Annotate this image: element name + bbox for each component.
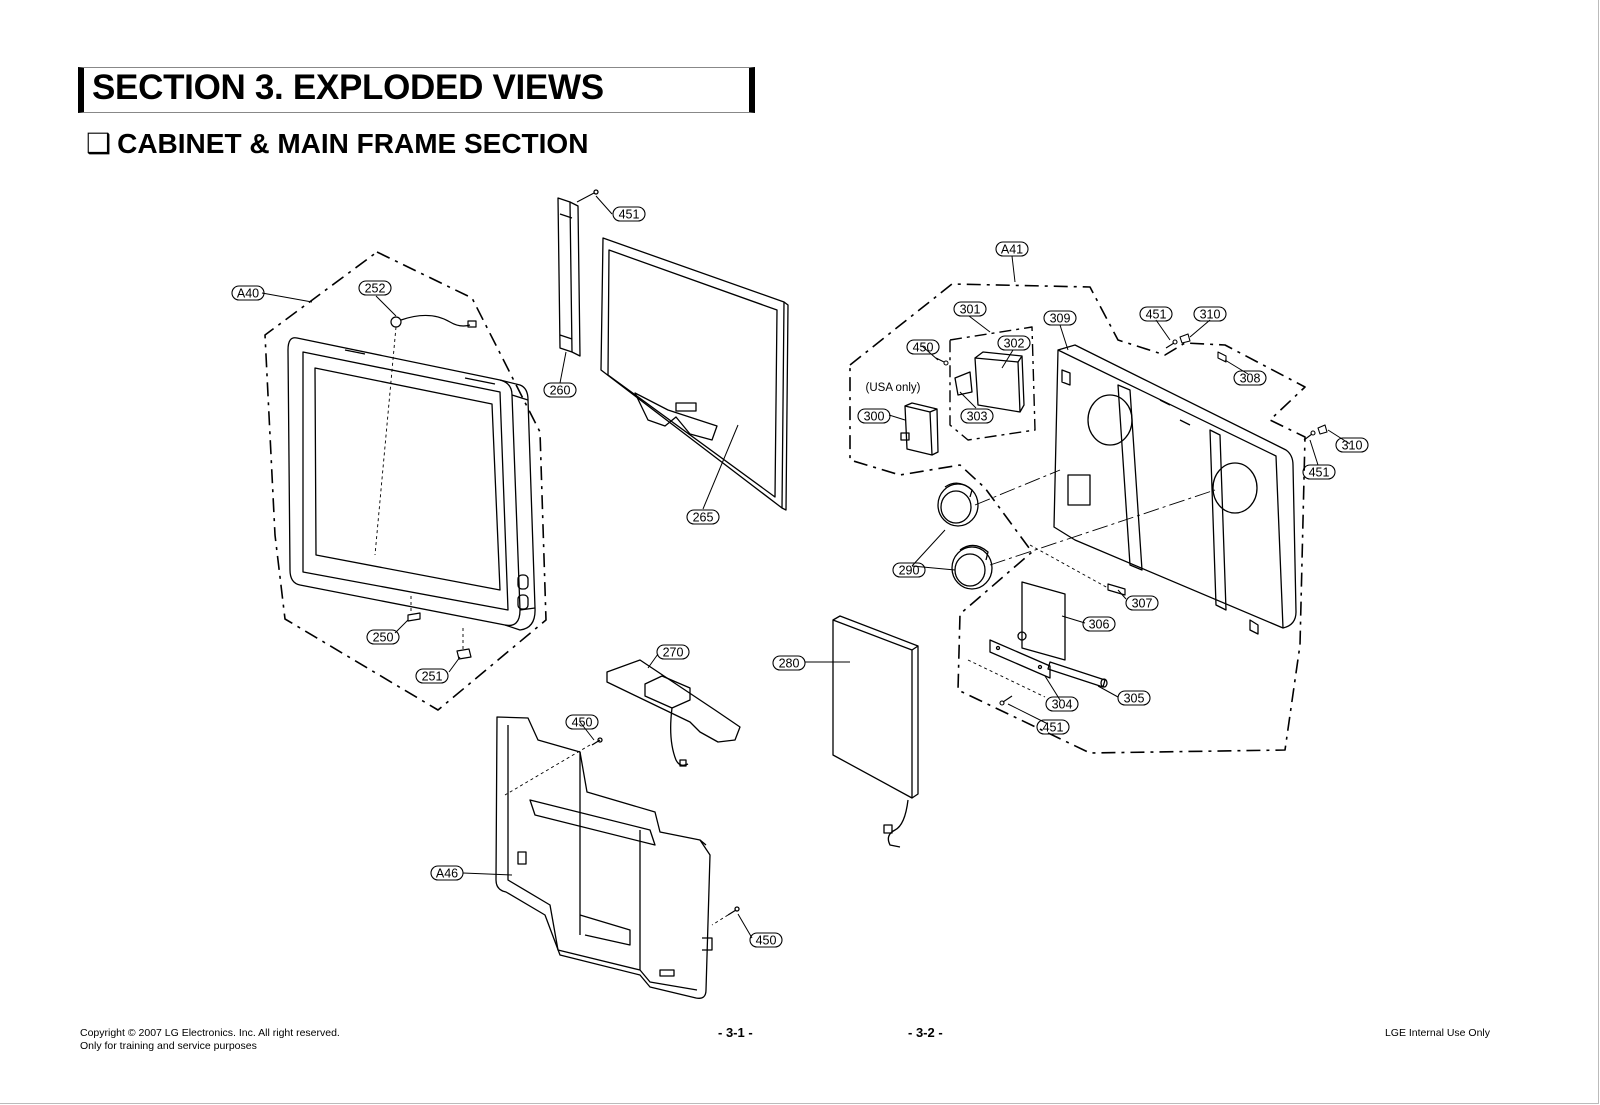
callout-bubble-308	[1233, 370, 1267, 386]
subsection-title: ❑CABINET & MAIN FRAME SECTION	[86, 127, 588, 160]
callout-a46: A46	[436, 867, 458, 881]
callout-bubble-451-a	[1139, 306, 1173, 322]
callout-bubbles	[231, 206, 1369, 948]
callout-bubble-260	[543, 382, 577, 398]
callout-bubble-310-b	[1335, 437, 1369, 453]
callout-bubble-305	[1117, 690, 1151, 706]
callout-310-b: 310	[1342, 439, 1363, 453]
copyright-line-1: Copyright © 2007 LG Electronics. Inc. Al…	[80, 1027, 340, 1039]
rear-cabinet-part	[1053, 344, 1297, 635]
bracket-part-251	[456, 628, 472, 660]
callout-252: 252	[365, 282, 386, 296]
callout-bubble-251	[415, 668, 449, 684]
callout-304: 304	[1052, 698, 1073, 712]
battery-part-280	[832, 615, 919, 848]
callout-450-a46-top: 450	[572, 716, 593, 730]
callout-bubble-450-a46-top	[565, 714, 599, 730]
leader-lines	[261, 195, 1351, 939]
bracket-part-307	[1029, 544, 1126, 596]
callout-bubble-302	[997, 335, 1031, 351]
callout-bubble-280	[772, 655, 806, 671]
callout-bubble-265	[686, 509, 720, 525]
group-outline-a40	[264, 251, 547, 711]
module-part-300	[900, 402, 939, 456]
callout-308: 308	[1240, 372, 1261, 386]
callout-251: 251	[422, 670, 443, 684]
callout-290: 290	[899, 564, 920, 578]
checkbox-bullet-icon: ❑	[86, 128, 112, 159]
callout-bubble-303	[960, 408, 994, 424]
hinge-part-304	[989, 639, 1051, 679]
callout-450-a41: 450	[913, 341, 934, 355]
lcd-panel-part-265	[600, 237, 789, 511]
callout-450-a46-bottom: 450	[756, 934, 777, 948]
front-cabinet-part	[287, 337, 536, 631]
plate-part-306	[1017, 581, 1066, 661]
callout-bubble-a46	[430, 865, 464, 881]
small-parts-308-310	[999, 333, 1328, 706]
callout-a41: A41	[1001, 243, 1023, 257]
usa-only-note: (USA only)	[866, 382, 921, 394]
callout-bubble-451-c	[1036, 719, 1070, 735]
callout-bubble-304	[1045, 696, 1079, 712]
callout-bubble-270	[656, 644, 690, 660]
callout-451-top: 451	[619, 208, 640, 222]
internal-use-label: LGE Internal Use Only	[1384, 1027, 1490, 1039]
callout-310-a: 310	[1200, 308, 1221, 322]
callout-bubble-252	[358, 280, 392, 296]
callout-bubble-a40	[231, 285, 265, 301]
callout-451-a: 451	[1146, 308, 1167, 322]
copyright-line-2: Only for training and service purposes	[80, 1040, 257, 1052]
speaker-parts-290	[937, 469, 1216, 590]
footer-copyright: Copyright © 2007 LG Electronics. Inc. Al…	[80, 1027, 340, 1053]
callout-309: 309	[1050, 312, 1071, 326]
side-bracket-part-260	[557, 189, 599, 357]
shaft-part-305	[1047, 661, 1108, 688]
callout-300: 300	[864, 410, 885, 424]
callout-305: 305	[1124, 692, 1145, 706]
section-title-box	[78, 67, 755, 113]
callout-451-b: 451	[1309, 466, 1330, 480]
bracket-part-250	[407, 596, 421, 622]
screw-part-450-a41	[935, 357, 949, 366]
group-outline-a41	[849, 283, 1306, 754]
group-outline-301	[949, 326, 1036, 441]
callout-307: 307	[1132, 597, 1153, 611]
callout-250: 250	[373, 631, 394, 645]
callout-302: 302	[1004, 337, 1025, 351]
page-number-left: - 3-1 -	[718, 1025, 753, 1040]
callout-280: 280	[779, 657, 800, 671]
section-title: SECTION 3. EXPLODED VIEWS	[92, 68, 604, 107]
callout-bubble-250	[366, 629, 400, 645]
callout-265: 265	[693, 511, 714, 525]
callout-306: 306	[1089, 618, 1110, 632]
holder-part-302	[954, 351, 1025, 413]
subsection-title-text: CABINET & MAIN FRAME SECTION	[117, 128, 589, 159]
callout-bubble-450-a41	[906, 339, 940, 355]
main-frame-part-a46	[495, 716, 740, 999]
callout-bubble-307	[1125, 595, 1159, 611]
cable-part-252	[374, 314, 477, 556]
callout-a40: A40	[237, 287, 259, 301]
callout-bubble-309	[1043, 310, 1077, 326]
callout-bubble-451-top	[612, 206, 646, 222]
callout-bubble-310-a	[1193, 306, 1227, 322]
callout-bubble-451-b	[1302, 464, 1336, 480]
callout-270: 270	[663, 646, 684, 660]
callout-301: 301	[960, 303, 981, 317]
callout-bubble-290	[892, 562, 926, 578]
callout-bubble-450-a46-bottom	[749, 932, 783, 948]
callout-bubble-301	[953, 301, 987, 317]
callout-451-c: 451	[1043, 721, 1064, 735]
callout-303: 303	[967, 410, 988, 424]
callout-bubble-306	[1082, 616, 1116, 632]
page-number-right: - 3-2 -	[908, 1025, 943, 1040]
callout-bubble-300	[857, 408, 891, 424]
callout-bubble-a41	[995, 241, 1029, 257]
callout-260: 260	[550, 384, 571, 398]
board-part-270	[606, 659, 741, 767]
